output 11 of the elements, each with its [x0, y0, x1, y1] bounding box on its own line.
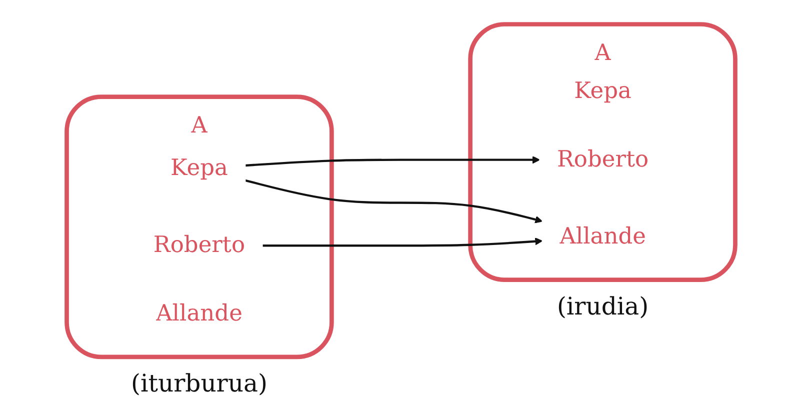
arrow	[245, 156, 540, 167]
node-text: Kepa	[574, 78, 632, 104]
node-text: Allande	[560, 224, 646, 250]
node-text: Kepa	[170, 155, 228, 182]
node-text: Roberto	[153, 232, 246, 258]
arrow	[262, 238, 543, 247]
set-caption: (iturburua)	[131, 368, 268, 398]
set-caption: (irudia)	[556, 292, 649, 320]
node-text: Allande	[156, 300, 242, 327]
node-text: Roberto	[556, 146, 649, 172]
arrow	[244, 179, 543, 224]
